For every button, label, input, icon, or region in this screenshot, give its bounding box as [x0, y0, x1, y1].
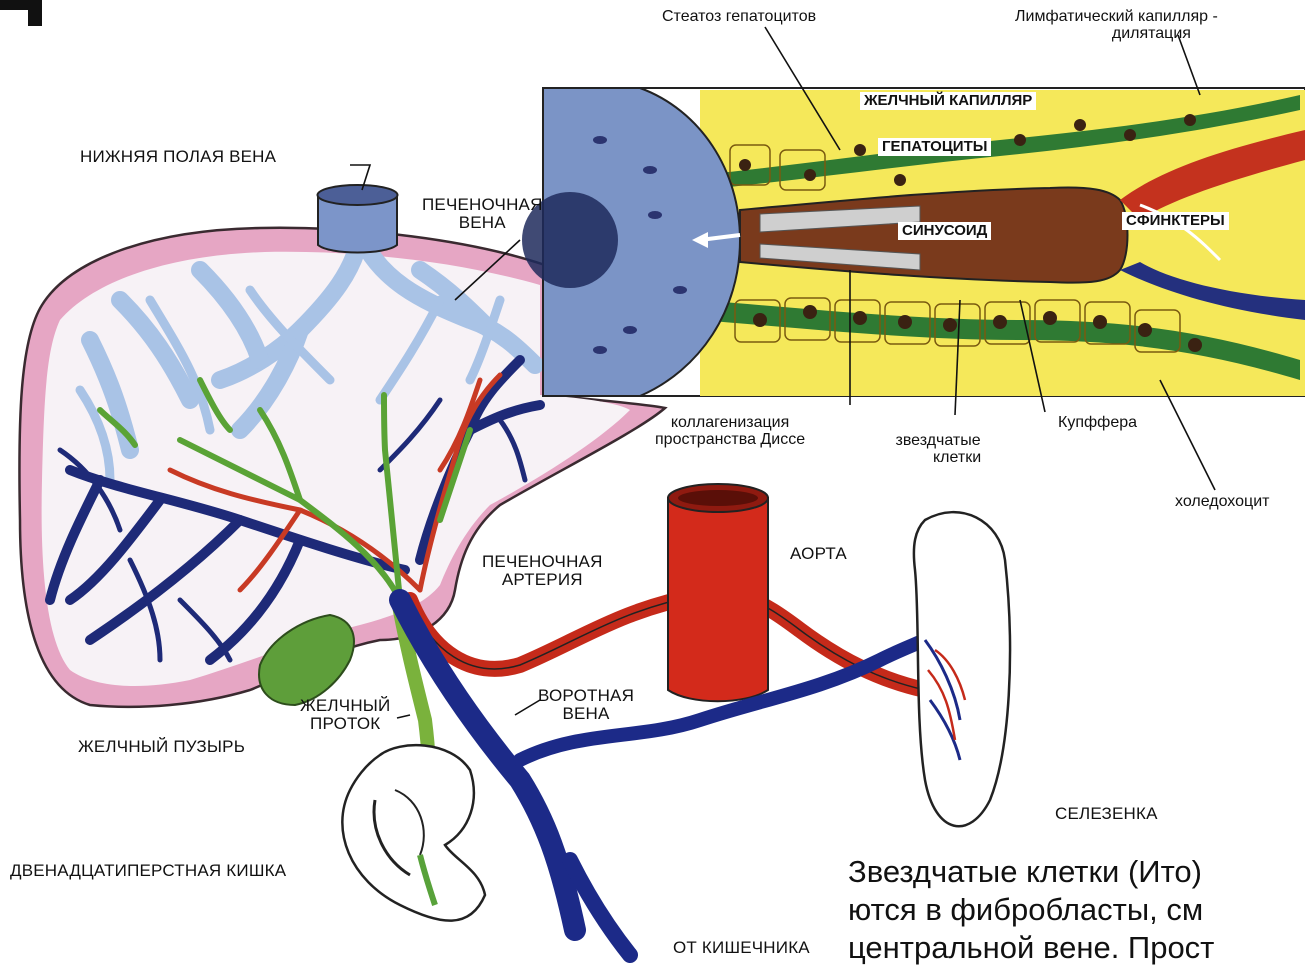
hepatic-artery-line-2: АРТЕРИЯ: [482, 571, 603, 589]
portal-vein-line-2: ВЕНА: [538, 705, 634, 723]
hepatic-vein-label: ПЕЧЕНОЧНАЯ ВЕНА: [422, 196, 543, 232]
hepatic-vein-line-1: ПЕЧЕНОЧНАЯ: [422, 196, 543, 214]
sinusoid-inset: [522, 88, 1305, 396]
lymph-capillary-line-1: Лимфатический капилляр -: [1015, 9, 1218, 26]
choledochocyte-label: холедохоцит: [1175, 494, 1269, 511]
body-text-line-3: центральной вене. Прост: [848, 929, 1214, 967]
inferior-vena-cava: [318, 185, 398, 253]
sinusoid-label: СИНУСОИД: [898, 222, 991, 240]
steatosis-label: Стеатоз гепатоцитов: [662, 9, 816, 26]
body-text: Звездчатые клетки (Ито) ются в фиброблас…: [848, 853, 1214, 967]
collagenization-label: коллагенизация пространства Диссе: [655, 415, 805, 449]
hepatocytes-label: ГЕПАТОЦИТЫ: [878, 138, 991, 156]
portal-vein-label: ВОРОТНАЯ ВЕНА: [538, 687, 634, 723]
ivc-label: НИЖНЯЯ ПОЛАЯ ВЕНА: [80, 148, 276, 166]
bile-duct-label: ЖЕЛЧНЫЙ ПРОТОК: [300, 697, 390, 733]
hepatic-artery-label: ПЕЧЕНОЧНАЯ АРТЕРИЯ: [482, 553, 603, 589]
collagenization-line-1: коллагенизация: [655, 415, 805, 432]
lymph-capillary-line-2: дилятация: [1015, 26, 1218, 43]
hepatic-vein-line-2: ВЕНА: [422, 214, 543, 232]
collagenization-line-2: пространства Диссе: [655, 432, 805, 449]
aorta: [668, 484, 768, 701]
bile-capillary-label: ЖЕЛЧНЫЙ КАПИЛЛЯР: [860, 92, 1036, 110]
duodenum-label: ДВЕНАДЦАТИПЕРСТНАЯ КИШКА: [10, 862, 286, 880]
duodenum: [342, 745, 485, 921]
kupffer-label: Купффера: [1058, 415, 1137, 432]
body-text-line-1: Звездчатые клетки (Ито): [848, 853, 1214, 891]
portal-vein-line-1: ВОРОТНАЯ: [538, 687, 634, 705]
stellate-cells-line-2: клетки: [895, 450, 981, 467]
gallbladder-label: ЖЕЛЧНЫЙ ПУЗЫРЬ: [78, 738, 245, 756]
spleen: [914, 512, 1010, 826]
aorta-label: АОРТА: [790, 545, 847, 563]
bile-duct-line-2: ПРОТОК: [300, 715, 390, 733]
stellate-cells-line-1: звездчатые: [895, 433, 981, 450]
lymph-capillary-label: Лимфатический капилляр - дилятация: [1015, 9, 1218, 43]
stellate-cells-label: звездчатые клетки: [895, 433, 981, 467]
sphincters-label: СФИНКТЕРЫ: [1122, 212, 1229, 230]
bile-duct-line-1: ЖЕЛЧНЫЙ: [300, 697, 390, 715]
title-fragment: [0, 0, 42, 26]
spleen-label: СЕЛЕЗЕНКА: [1055, 805, 1158, 823]
body-text-line-2: ются в фибробласты, см: [848, 891, 1214, 929]
from-intestine-label: ОТ КИШЕЧНИКА: [673, 939, 810, 957]
hepatic-artery-line-1: ПЕЧЕНОЧНАЯ: [482, 553, 603, 571]
